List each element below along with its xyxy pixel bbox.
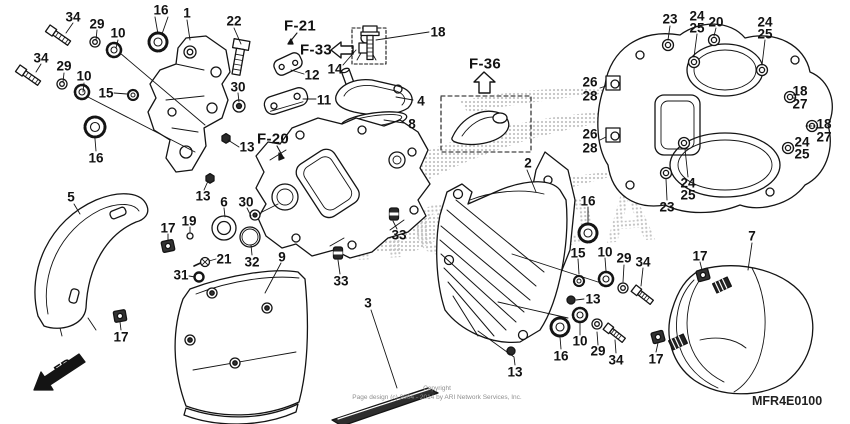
cylinder-head-cover	[205, 117, 431, 259]
part-1-bracket	[147, 35, 231, 173]
part-11-stay	[263, 87, 309, 115]
hardware-top-left	[14, 24, 206, 153]
part-9-lower-cover	[174, 270, 309, 424]
part-4-cover-plate	[335, 78, 413, 116]
copyright-line1: Copyright	[423, 385, 451, 392]
part-18-bolt	[360, 25, 380, 61]
diagram-code: MFR4E0100	[752, 394, 823, 408]
part-7-side-cover	[650, 265, 814, 395]
part-5-side-cover	[34, 193, 149, 337]
hardware-right	[497, 222, 655, 356]
small-parts-center-left	[160, 209, 261, 283]
part-3-trim-strip	[331, 207, 439, 424]
f36-air-pipe	[440, 71, 532, 153]
copyright-notice: Copyright Page design (c) 2004 - 2014 by…	[352, 385, 521, 403]
copyright-line2: Page design (c) 2004 - 2014 by ARI Netwo…	[352, 393, 522, 401]
fr-direction-arrow: FR.	[33, 353, 86, 391]
part-2-finned-cover	[436, 151, 576, 344]
head-cover-inner-view	[597, 23, 833, 214]
part-22-bolt	[231, 38, 251, 113]
part-12-stay	[273, 52, 303, 76]
leader-lines	[35, 16, 819, 389]
